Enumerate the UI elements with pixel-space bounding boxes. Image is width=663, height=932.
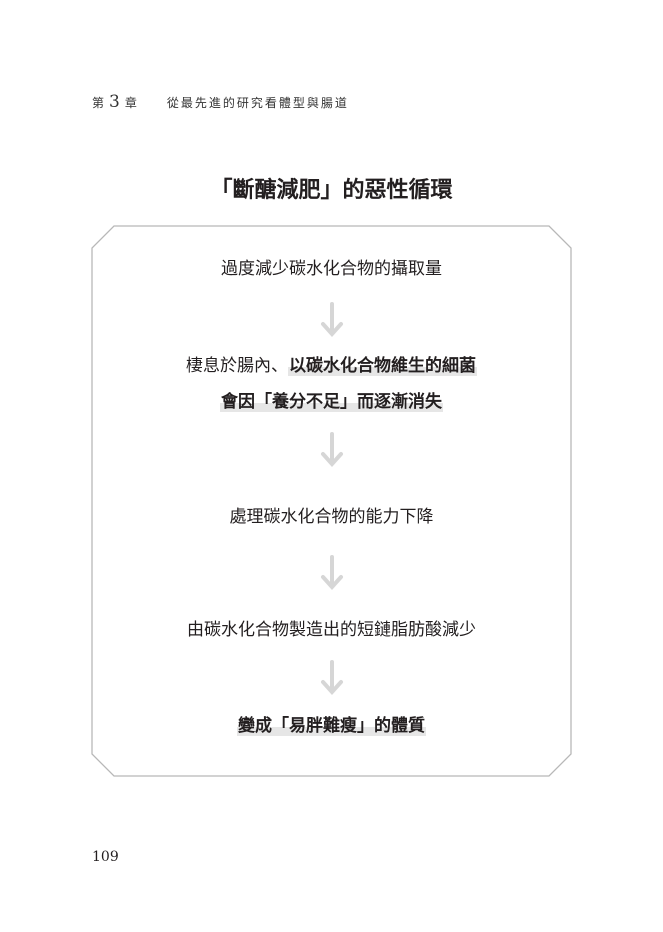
flow-step-6-highlight: 變成「易胖難瘦」的體質 bbox=[237, 716, 426, 736]
flow-step-2-plain: 棲息於腸內、 bbox=[186, 356, 288, 376]
chapter-prefix: 第 bbox=[92, 96, 107, 110]
chapter-number: 3 bbox=[109, 92, 122, 112]
flow-step-6: 變成「易胖難瘦」的體質 bbox=[0, 711, 663, 736]
chapter-suffix: 章 bbox=[124, 96, 139, 110]
flow-step-2-highlight: 以碳水化合物維生的細菌 bbox=[288, 356, 477, 376]
down-arrow-icon bbox=[321, 302, 343, 337]
flow-step-3-highlight: 會因「養分不足」而逐漸消失 bbox=[220, 392, 443, 412]
down-arrow-icon bbox=[321, 660, 343, 695]
chapter-title: 從最先進的研究看體型與腸道 bbox=[166, 96, 349, 110]
page-number: 109 bbox=[92, 849, 119, 865]
flow-step-2: 棲息於腸內、以碳水化合物維生的細菌 bbox=[0, 351, 663, 376]
flow-step-3: 會因「養分不足」而逐漸消失 bbox=[0, 387, 663, 412]
down-arrow-icon bbox=[321, 555, 343, 590]
flow-step-4: 處理碳水化合物的能力下降 bbox=[229, 507, 434, 527]
down-arrow-icon bbox=[321, 432, 343, 467]
figure-title: 「斷醣減肥」的惡性循環 bbox=[210, 178, 453, 203]
flow-step-1: 過度減少碳水化合物的攝取量 bbox=[221, 259, 442, 279]
flow-step-5: 由碳水化合物製造出的短鏈脂肪酸減少 bbox=[187, 620, 476, 640]
